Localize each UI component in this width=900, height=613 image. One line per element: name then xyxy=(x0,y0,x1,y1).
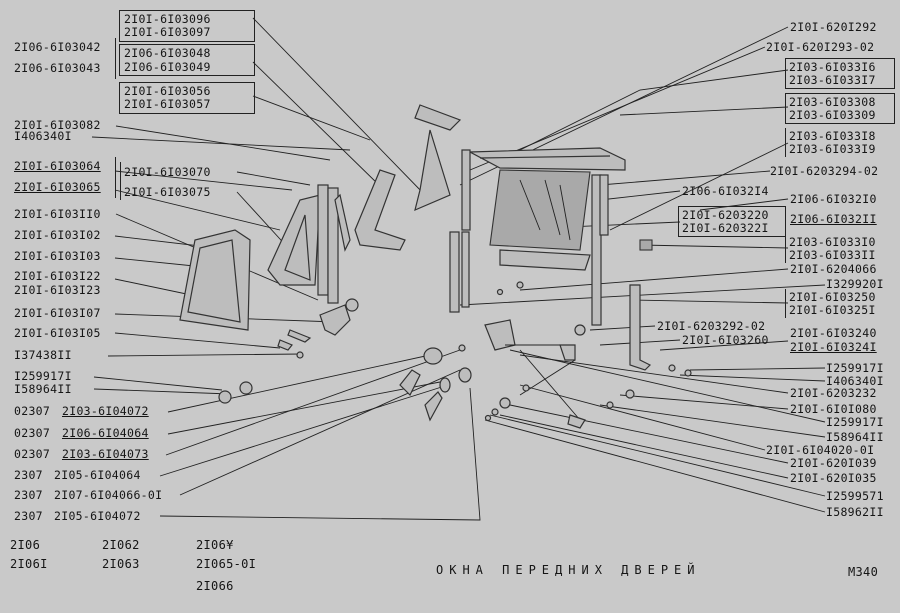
label-box xyxy=(678,206,786,237)
part-label: 2I0I-6I03I05 xyxy=(14,326,101,340)
part-label: 2I0I-6I03097 xyxy=(124,25,211,39)
part-label: 2I0I-6I03056 xyxy=(124,84,211,98)
part-label: I2599571 xyxy=(826,489,884,503)
bracket xyxy=(120,162,121,200)
part-label: 2I06-6I03048 xyxy=(124,46,211,60)
part-label: I58962II xyxy=(826,505,884,519)
part-label: 2I0I-620I292 xyxy=(790,20,877,34)
part-label: 2I0I-6I03057 xyxy=(124,97,211,111)
part-label: 2I0I-6203232 xyxy=(790,386,877,400)
model-code: 2I06 xyxy=(10,538,41,552)
label-box xyxy=(785,93,895,124)
part-label: 2I0I-6I0324I xyxy=(790,340,877,354)
part-label: I259917I xyxy=(826,361,884,375)
part-prefix: 2307 xyxy=(14,488,43,502)
part-prefix: 02307 xyxy=(14,447,51,461)
part-label: 2I0I-6I03I07 xyxy=(14,306,101,320)
part-label: 2I06-6I03049 xyxy=(124,60,211,74)
part-label: 2I0I-6I03I02 xyxy=(14,228,101,242)
label-box xyxy=(119,82,255,114)
part-label: 2I06-6I032I0 xyxy=(790,192,877,206)
page-title: ОКНА ПЕРЕДНИХ ДВЕРЕЙ xyxy=(436,563,701,577)
vent-window-assembly xyxy=(179,169,406,404)
part-label: 2I0I-6I03096 xyxy=(124,12,211,26)
part-label: 2I0I-6I03260 xyxy=(682,333,769,347)
part-label: I406340I xyxy=(826,374,884,388)
part-label: I406340I xyxy=(14,129,72,143)
part-label: 2I0I-6203220 xyxy=(682,208,769,222)
label-box xyxy=(119,10,255,42)
part-label: 2I0I-6203292-02 xyxy=(657,319,766,333)
bracket xyxy=(115,38,116,79)
model-code: 2I06I xyxy=(10,557,48,571)
part-label: 2I03-6I033II xyxy=(789,248,876,262)
part-label: 2I0I-620322I xyxy=(682,221,769,235)
part-label: 2I0I-620I039 xyxy=(790,456,877,470)
part-label: 2I0I-6I0I080 xyxy=(790,402,877,416)
leader-lines xyxy=(91,17,826,521)
part-label: 2I03-6I033I0 xyxy=(789,235,876,249)
part-label: 2I0I-6I03070 xyxy=(124,165,211,179)
part-label: I259917I xyxy=(826,415,884,429)
part-label: I37438II xyxy=(14,348,72,362)
part-prefix: 2307 xyxy=(14,509,43,523)
page-code: M340 xyxy=(848,565,879,579)
label-box xyxy=(785,58,895,89)
model-code: 2I066 xyxy=(196,579,234,593)
model-code: 2I06¥ xyxy=(196,538,234,552)
part-label: 2I06-6I032II xyxy=(790,212,877,226)
part-label: 2I0I-6I03I22 xyxy=(14,269,101,283)
part-prefix: 02307 xyxy=(14,404,51,418)
part-label: I259917I xyxy=(14,369,72,383)
model-code: 2I063 xyxy=(102,557,140,571)
part-label: 2I05-6I04064 xyxy=(54,468,141,482)
model-code: 2I062 xyxy=(102,538,140,552)
part-label: 2I07-6I04066-0I xyxy=(54,488,163,502)
door-glass-assembly xyxy=(414,104,653,371)
part-label: 2I0I-620I293-02 xyxy=(766,40,875,54)
part-label: 2I0I-6I03II0 xyxy=(14,207,101,221)
part-label: 2I0I-6I03082 xyxy=(14,118,101,132)
bracket xyxy=(785,128,786,157)
part-label: 2I03-6I03308 xyxy=(789,95,876,109)
part-label: 2I03-6I033I8 xyxy=(789,129,876,143)
part-label: 2I03-6I04073 xyxy=(62,447,149,461)
part-label: 2I0I-6I0325I xyxy=(789,303,876,317)
part-label: 2I03-6I03309 xyxy=(789,108,876,122)
part-label: 2I03-6I033I7 xyxy=(789,73,876,87)
part-label: 2I06-6I03043 xyxy=(14,61,101,75)
part-label: 2I06-6I04064 xyxy=(62,426,149,440)
model-code: 2I065-0I xyxy=(196,557,257,571)
part-label: 2I0I-6203294-02 xyxy=(770,164,879,178)
bracket xyxy=(115,157,116,198)
part-label: 2I0I-6I04020-0I xyxy=(766,443,875,457)
part-label: 2I0I-6I03250 xyxy=(789,290,876,304)
part-label: 2I0I-6I03I23 xyxy=(14,283,101,297)
part-label: 2I0I-6I03075 xyxy=(124,185,211,199)
label-box xyxy=(119,44,255,76)
part-label: I58964II xyxy=(826,430,884,444)
bracket xyxy=(785,234,786,263)
part-label: 2I06-6I032I4 xyxy=(682,184,769,198)
bracket xyxy=(785,289,786,318)
part-label: 2I0I-620I035 xyxy=(790,471,877,485)
part-label: 2I03-6I033I9 xyxy=(789,142,876,156)
regulator-assembly xyxy=(399,281,692,429)
part-label: 2I03-6I04072 xyxy=(62,404,149,418)
part-label: 2I0I-6I03240 xyxy=(790,326,877,340)
part-label: 2I0I-6I03064 xyxy=(14,159,101,173)
part-label: 2I0I-6I03065 xyxy=(14,180,101,194)
part-label: I329920I xyxy=(826,277,884,291)
part-label: I58964II xyxy=(14,382,72,396)
part-label: 2I0I-6I03I03 xyxy=(14,249,101,263)
part-label: 2I05-6I04072 xyxy=(54,509,141,523)
part-label: 2I0I-6204066 xyxy=(790,262,877,276)
part-label: 2I03-6I033I6 xyxy=(789,60,876,74)
part-prefix: 2307 xyxy=(14,468,43,482)
part-label: 2I06-6I03042 xyxy=(14,40,101,54)
part-prefix: 02307 xyxy=(14,426,51,440)
